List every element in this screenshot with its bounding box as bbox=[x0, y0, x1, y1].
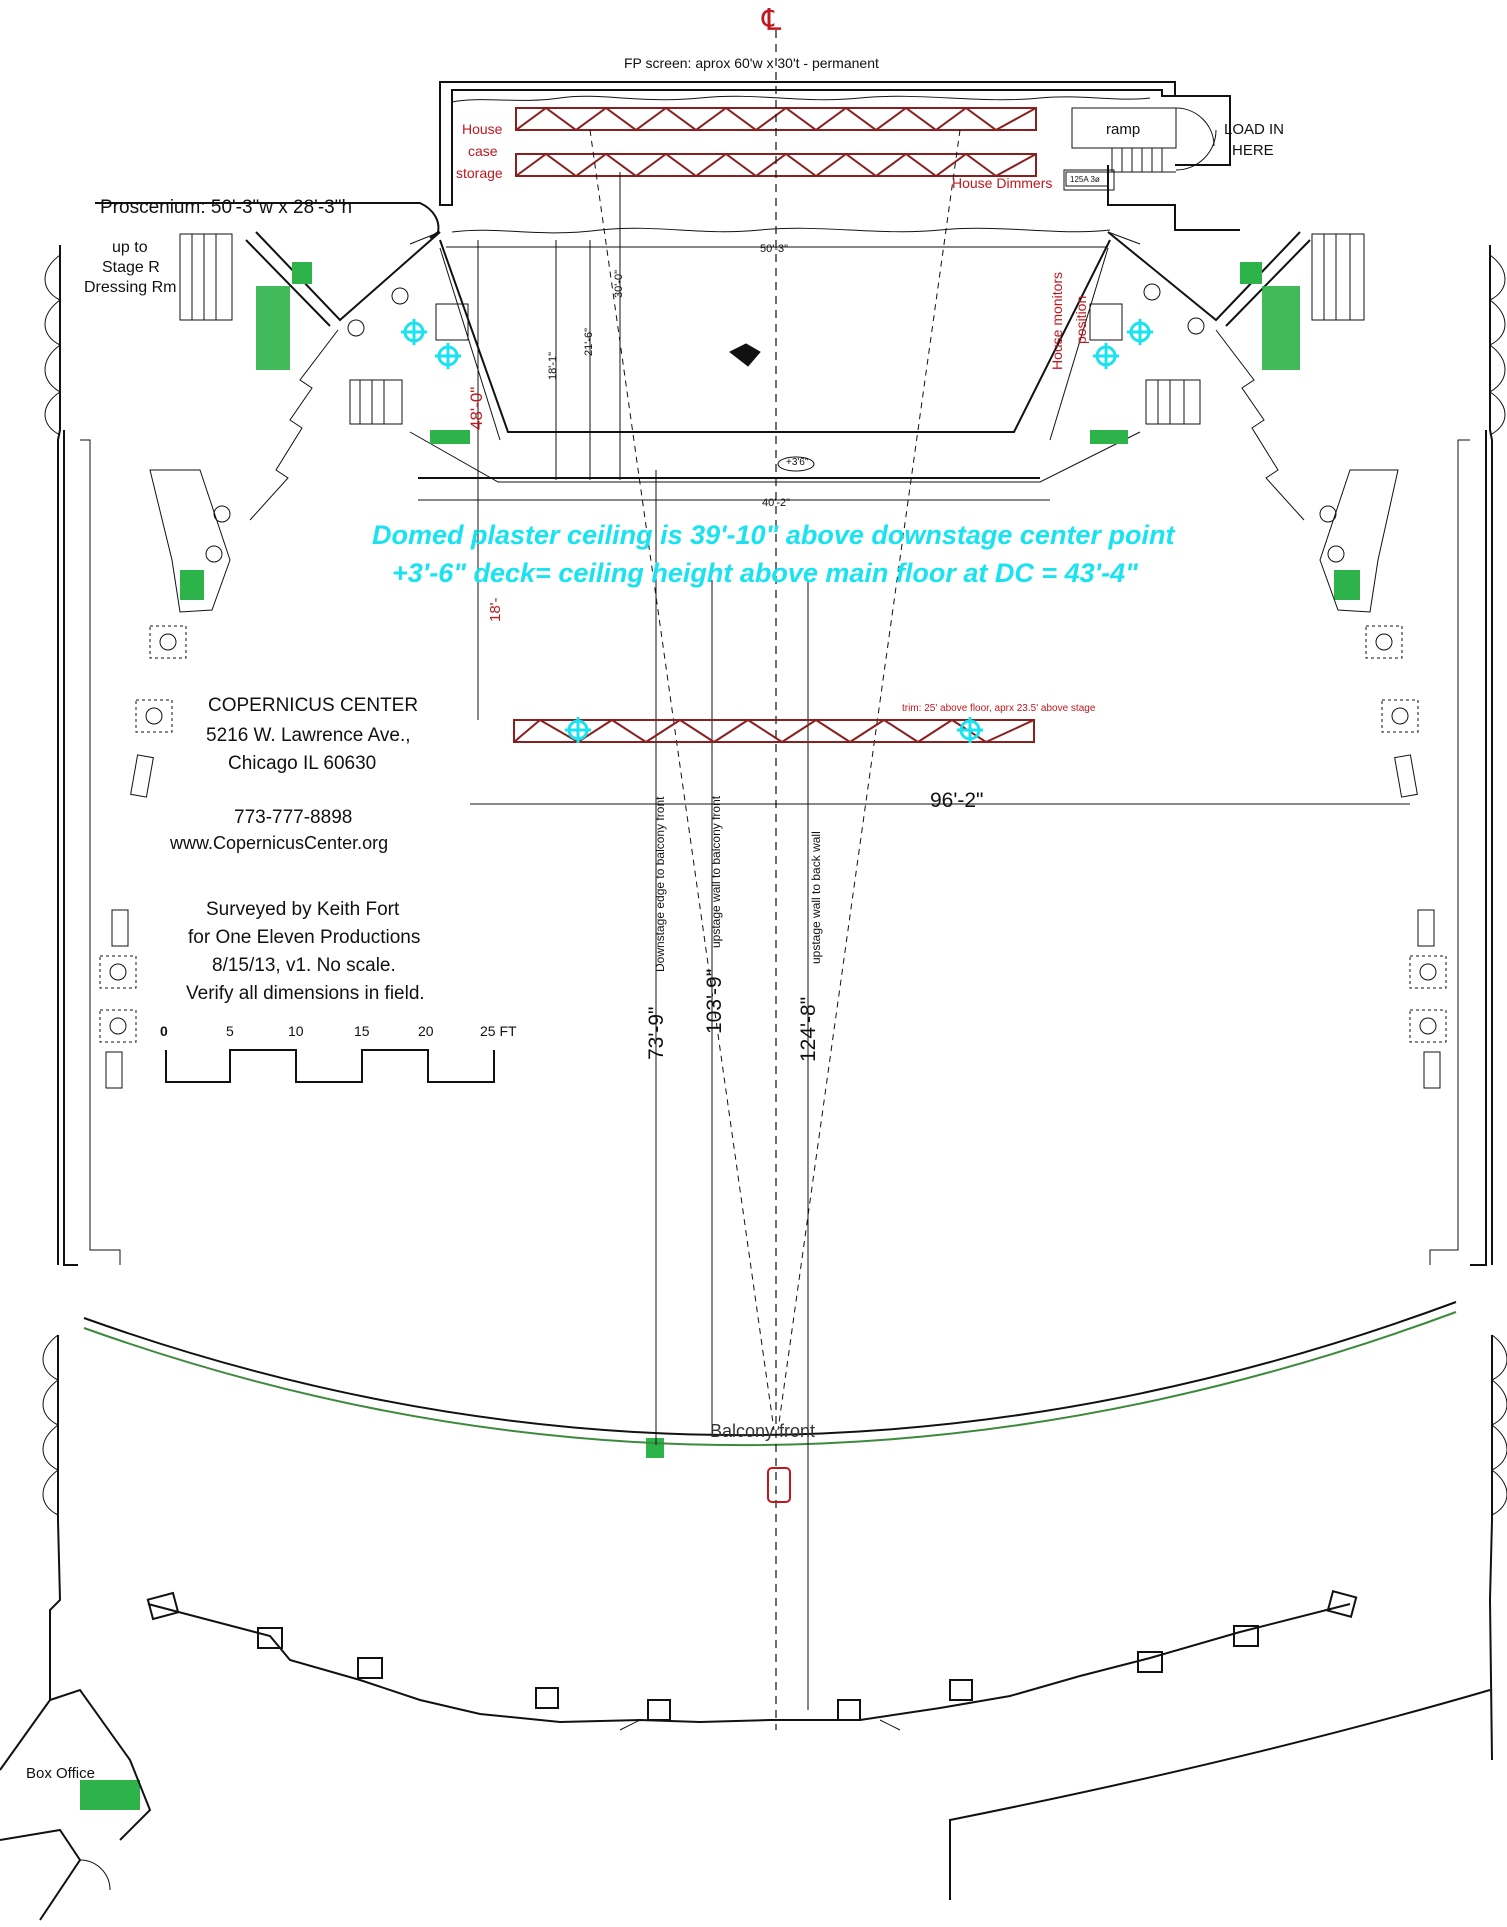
downstage-truss bbox=[513, 718, 1035, 744]
venue-name: COPERNICUS CENTER bbox=[208, 695, 419, 716]
survey-line-3: 8/15/13, v1. No scale. bbox=[212, 955, 396, 976]
dimension-124-8-note: upstage wall to back wall bbox=[809, 831, 823, 964]
dimension-50-3: 50'-3" bbox=[760, 243, 789, 255]
dimension-96-2: 96'-2" bbox=[930, 789, 984, 812]
lobby-wall bbox=[949, 1689, 1491, 1900]
house-monitors-label-2: position bbox=[1073, 295, 1089, 344]
dimension-lines bbox=[446, 172, 1410, 805]
scale-label-10: 10 bbox=[288, 1023, 304, 1039]
scale-label-5: 5 bbox=[226, 1023, 234, 1039]
balcony-front-label: Balcony front bbox=[710, 1421, 816, 1441]
balcony-front-arc bbox=[83, 1301, 1457, 1447]
deck-tag: +3'6" bbox=[786, 457, 809, 468]
dimmer-box bbox=[1065, 171, 1109, 187]
venue-address-2: Chicago IL 60630 bbox=[228, 753, 377, 774]
house-monitors-label-1: House monitors bbox=[1049, 271, 1065, 370]
scale-label-15: 15 bbox=[354, 1023, 370, 1039]
dimension-103-9-note: upstage wall to balcony front bbox=[709, 795, 723, 948]
sightlines bbox=[589, 129, 961, 1710]
ceiling-note-line-1: Domed plaster ceiling is 39'-10" above d… bbox=[372, 520, 1175, 550]
stage-house bbox=[439, 81, 1240, 234]
ramp-label: ramp bbox=[1106, 121, 1141, 138]
dimmer-tag: 125A 3ø bbox=[1070, 175, 1100, 184]
dimension-48-0: 48'-0" bbox=[467, 386, 486, 430]
survey-line-4: Verify all dimensions in field. bbox=[186, 983, 425, 1004]
stage-outline bbox=[95, 202, 1365, 521]
green-fixtures bbox=[80, 262, 1360, 1810]
stage-r-label-1: up to bbox=[112, 239, 148, 256]
rear-wall bbox=[146, 1590, 1358, 1731]
trim-label: trim: 25' above floor, aprx 23.5' above … bbox=[902, 703, 1096, 714]
house-dimmers-label: House Dimmers bbox=[952, 175, 1053, 191]
dimension-73-9-note: Downstage edge to balcony front bbox=[653, 796, 667, 972]
survey-line-1: Surveyed by Keith Fort bbox=[206, 899, 400, 920]
fp-screen-label: FP screen: aprox 60'w x 30't - permanent bbox=[624, 55, 879, 71]
house-case-storage-label-3: storage bbox=[456, 165, 503, 181]
dimension-124-8: 124'-8" bbox=[797, 996, 820, 1062]
cyan-lighting-positions bbox=[401, 319, 1153, 743]
scale-label-25: 25 FT bbox=[480, 1023, 517, 1039]
stage-r-label-3: Dressing Rm bbox=[84, 279, 177, 296]
scale-label-20: 20 bbox=[418, 1023, 434, 1039]
box-office-label: Box Office bbox=[26, 1765, 95, 1782]
house-case-storage-label-2: case bbox=[468, 143, 498, 159]
dimension-73-9: 73'-9" bbox=[645, 1006, 668, 1061]
venue-website: www.CopernicusCenter.org bbox=[170, 833, 389, 853]
proscenium-label: Proscenium: 50'-3"w x 28'-3"h bbox=[100, 197, 353, 218]
scale-label-0: 0 bbox=[160, 1023, 168, 1039]
house-case-storage-label-1: House bbox=[462, 121, 503, 137]
centerline-symbol: ℄ bbox=[762, 4, 782, 37]
box-office-area bbox=[0, 1688, 152, 1921]
ceiling-note-line-2: +3'-6" deck= ceiling height above main f… bbox=[392, 558, 1138, 588]
dimension-40-2: 40'-2" bbox=[762, 497, 791, 509]
survey-line-2: for One Eleven Productions bbox=[188, 927, 421, 948]
dimension-103-9: 103'-9" bbox=[703, 968, 726, 1034]
scale-bar bbox=[165, 1049, 495, 1083]
dimension-18: 18'- bbox=[487, 597, 504, 622]
outlet-symbols bbox=[99, 283, 1447, 1503]
dimension-18-1: 18'-1" bbox=[547, 351, 559, 380]
dimension-30-0: 30'-0" bbox=[613, 269, 625, 298]
auditorium-walls bbox=[42, 245, 1507, 1761]
stage-r-label-2: Stage R bbox=[102, 259, 160, 276]
side-box-seats bbox=[149, 469, 1399, 613]
venue-phone: 773-777-8898 bbox=[234, 807, 353, 828]
venue-address-1: 5216 W. Lawrence Ave., bbox=[206, 725, 411, 746]
load-in-label-2: HERE bbox=[1232, 142, 1274, 159]
load-in-label-1: LOAD IN bbox=[1224, 121, 1285, 138]
dimension-21-6: 21'-6" bbox=[583, 327, 595, 356]
